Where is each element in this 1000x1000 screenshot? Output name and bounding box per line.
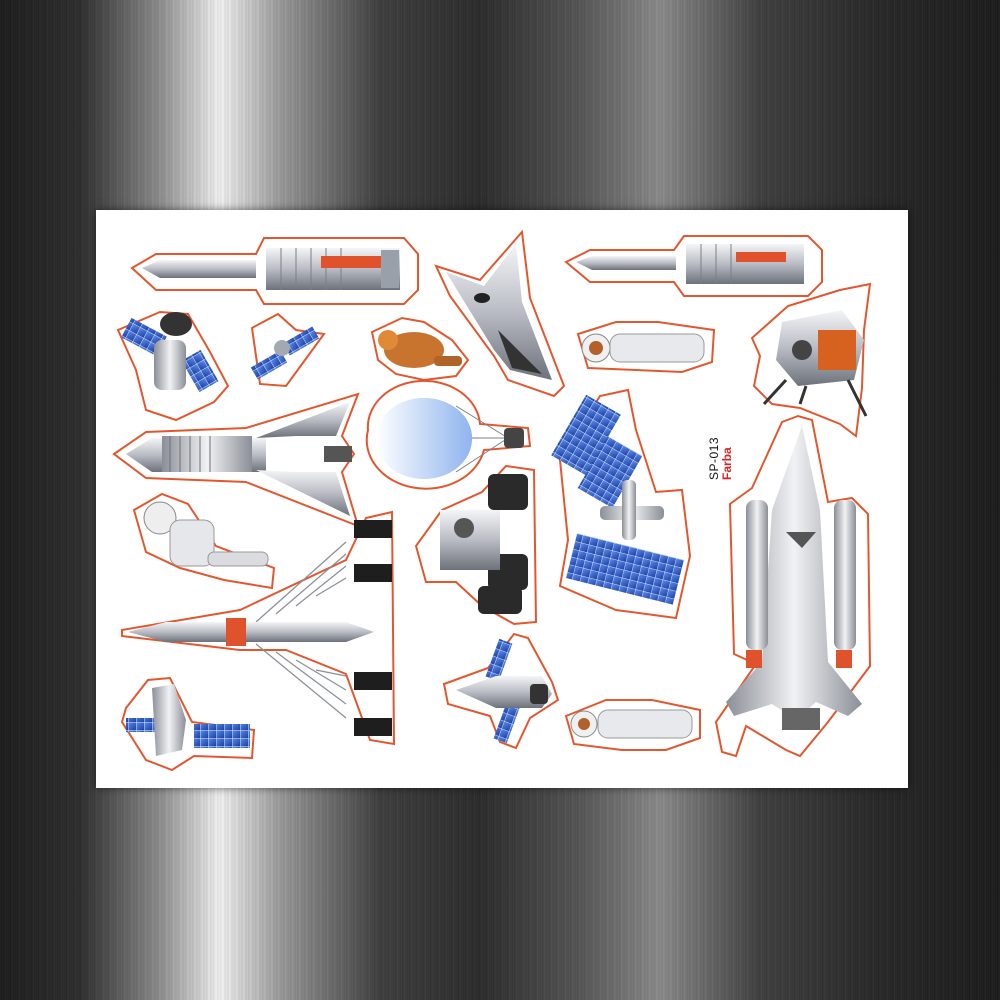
lunar-lander-sticker [750,282,872,438]
astronaut-sticker [576,321,716,374]
satellite-sticker [442,632,560,750]
space-shuttle-sticker [714,414,872,758]
astronaut-sticker [564,699,701,751]
space-plane-sticker [434,229,566,398]
parachute-capsule-sticker [365,379,532,490]
astronaut-sticker [370,316,470,382]
starship-sticker [112,392,360,528]
satellite-sticker [250,312,326,388]
launch-tower-sticker [121,510,396,746]
rocket-sticker [130,237,419,305]
space-station-sticker [551,388,692,620]
satellite-sticker [120,676,256,772]
product-code: SP-013 [707,436,721,480]
satellite-sticker [116,310,230,422]
product-label: SP-013 Farba [707,436,734,480]
brand-name: Farba [719,447,734,480]
rocket-sticker [564,235,823,297]
rover-sticker [414,464,538,626]
sticker-artwork [112,229,872,772]
sticker-sheet: SP-013 Farba [96,210,908,788]
astronaut-sticker [132,492,276,590]
